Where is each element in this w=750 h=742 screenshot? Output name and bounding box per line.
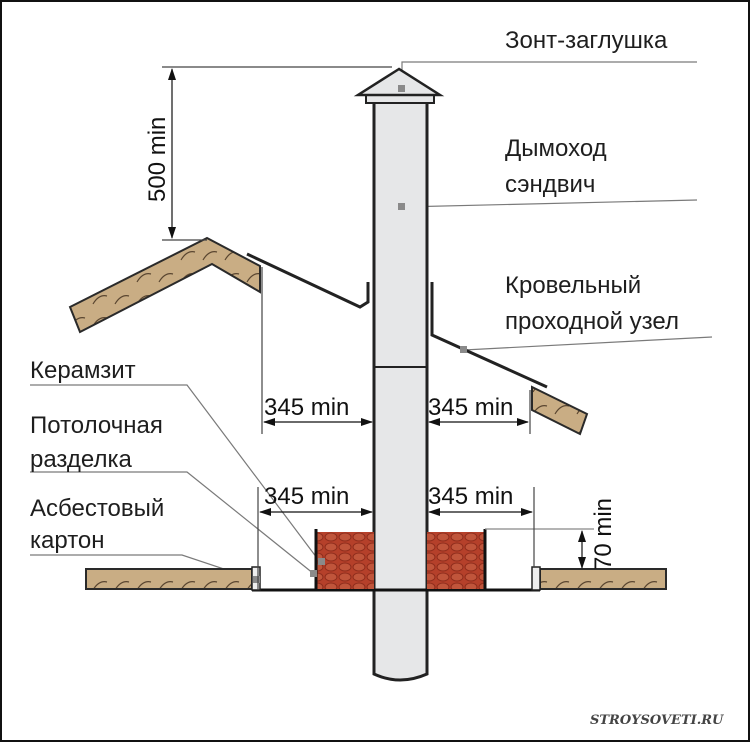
label-asbestos-line2: картон: [30, 527, 105, 554]
label-roof-node-line1: Кровельный: [505, 272, 641, 299]
leader-lines: [30, 61, 713, 581]
watermark: STROYSOVETI.RU: [590, 713, 724, 728]
label-asbestos-line1: Асбестовый: [30, 495, 164, 522]
dim-roof-right: 345 min: [428, 394, 513, 421]
label-ceiling-line2: разделка: [30, 446, 132, 473]
dim-roof-left: 345 min: [264, 394, 349, 421]
label-cap: Зонт-заглушка: [505, 27, 668, 54]
dim-height-above-roof: 500 min: [144, 117, 171, 202]
label-roof-node-line2: проходной узел: [505, 308, 679, 335]
dim-ceiling-left: 345 min: [264, 483, 349, 510]
chimney-pipe: [372, 100, 429, 682]
label-ceiling-line1: Потолочная: [30, 412, 163, 439]
chimney-cap: [353, 67, 445, 104]
dim-fill-height: 70 min: [590, 498, 617, 570]
ceiling-floor: [85, 566, 667, 592]
label-chimney-line1: Дымоход: [505, 135, 607, 162]
roof-flashing-left: [246, 252, 370, 309]
leader-dots: [253, 85, 467, 583]
label-keramzit: Керамзит: [30, 357, 136, 384]
right-roof: [531, 385, 589, 436]
dimension-lines: [162, 66, 586, 590]
dim-ceiling-right: 345 min: [428, 483, 513, 510]
left-roof: [68, 236, 261, 334]
label-chimney-line2: сэндвич: [505, 171, 595, 198]
roof-flashing-right: [430, 282, 548, 389]
keramzit-fill: [314, 528, 594, 590]
